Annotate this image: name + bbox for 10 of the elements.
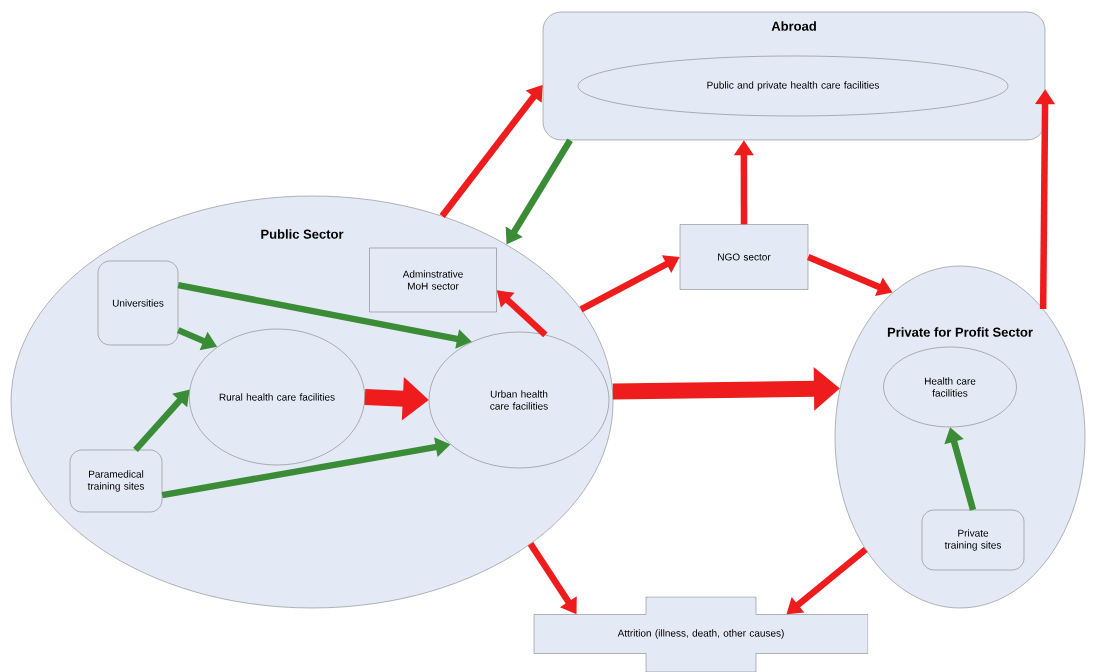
rounded-box: Private training sites [921,509,1025,571]
ellipse-node: Rural health care facilities [189,328,365,466]
cross-box: Attrition (illness, death, other causes) [533,596,869,672]
ellipse-node: Public and private health care facilities [577,55,1009,117]
process-box: NGO sector [679,224,809,290]
rounded-box: Universities [97,260,179,346]
ellipse-node: Urban health care facilities [428,331,610,469]
ellipse-node: Health care facilities [883,346,1017,428]
process-box: Adminstrative MoH sector [369,247,497,313]
rounded-box: Paramedical training sites [69,449,163,513]
